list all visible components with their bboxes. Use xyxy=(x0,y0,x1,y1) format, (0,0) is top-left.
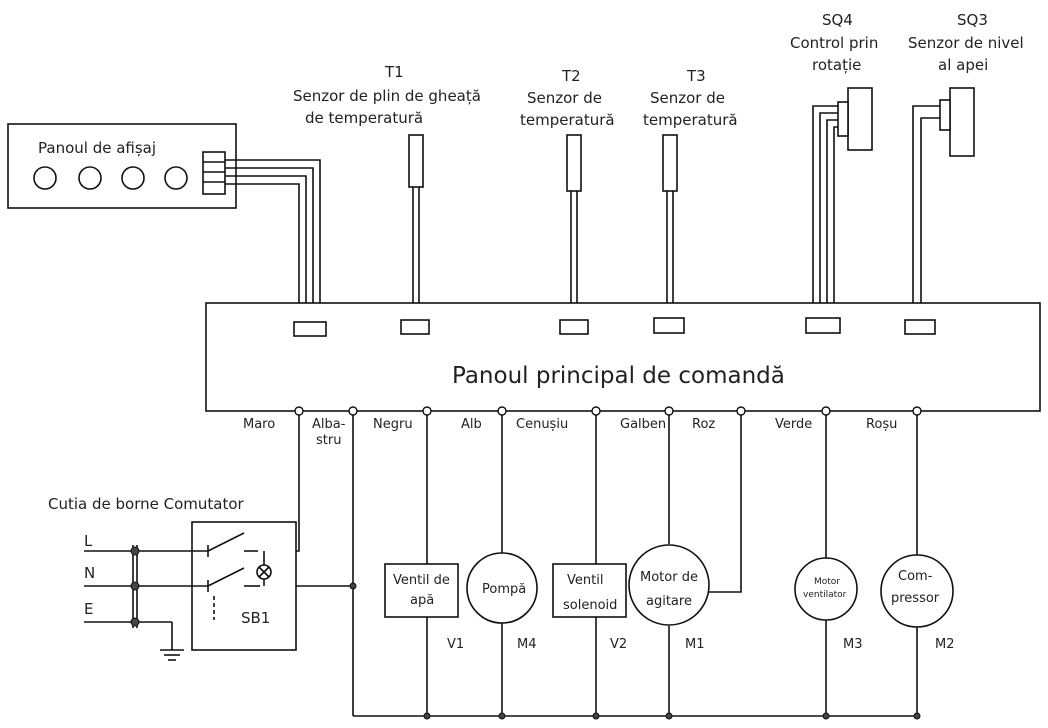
display-indicator xyxy=(33,166,57,190)
v1-line2: apă xyxy=(410,593,434,608)
wire-label-maro: Maro xyxy=(243,417,275,432)
terminal-box: Cutia de borne Comutator L N E SB1 xyxy=(48,495,297,661)
display-indicator xyxy=(164,166,188,190)
sensor-t3-line2: temperatură xyxy=(643,111,738,129)
sensor-t1-id: T1 xyxy=(384,63,404,81)
board-terminals xyxy=(294,406,922,416)
wire-label-negru: Negru xyxy=(373,417,413,432)
display-panel: Panoul de afișaj xyxy=(7,123,237,209)
m4-id: M4 xyxy=(517,637,537,652)
display-cable xyxy=(225,159,321,325)
wire-label-rosu: Roșu xyxy=(866,417,897,432)
wire-label-cenusiu: Cenușiu xyxy=(516,417,568,432)
board-connector xyxy=(904,319,936,335)
wire-label-verde: Verde xyxy=(775,417,812,432)
switch-blade xyxy=(207,532,245,552)
sensor-t2-line2: temperatură xyxy=(520,111,615,129)
board-connector xyxy=(805,317,841,334)
sensor-sq3-line1: Senzor de nivel xyxy=(908,34,1024,52)
sensor-t3-line1: Senzor de xyxy=(650,89,725,107)
v2-id: V2 xyxy=(610,637,627,652)
sensor-t2: T2 Senzor de temperatură xyxy=(520,67,615,322)
component-v1: Ventil de apă V1 xyxy=(384,563,464,652)
mains-n-label: N xyxy=(84,564,95,582)
display-panel-label: Panoul de afișaj xyxy=(38,139,156,157)
board-connector xyxy=(400,319,430,335)
component-m4: Pompă M4 xyxy=(466,552,538,652)
mains-e-label: E xyxy=(84,600,93,618)
m2-line1: Com- xyxy=(898,569,933,584)
sensor-sq4-id: SQ4 xyxy=(822,11,853,29)
display-indicator xyxy=(121,166,145,190)
sensor-sq4-line2: rotație xyxy=(812,56,861,74)
sensor-t1: T1 Senzor de plin de gheață de temperatu… xyxy=(293,63,481,322)
display-connector xyxy=(202,151,226,195)
component-v2: Ventil solenoid V2 xyxy=(552,563,627,652)
main-control-board: Panoul principal de comandă xyxy=(205,302,1041,412)
switch-id-label: SB1 xyxy=(241,609,270,627)
m3-id: M3 xyxy=(843,637,863,652)
sensor-t2-id: T2 xyxy=(561,67,581,85)
wire-label-alb: Alb xyxy=(461,417,482,432)
wire-label-galben: Galben xyxy=(620,417,666,432)
m3-line2: ventilator xyxy=(803,590,847,600)
sensor-t1-line2: de temperatură xyxy=(305,109,423,127)
sensor-sq4-line1: Control prin xyxy=(790,34,878,52)
sensor-sq3-line2: al apei xyxy=(938,56,988,74)
component-m3: Motor ventilator M3 xyxy=(794,557,863,652)
m3-line1: Motor xyxy=(814,577,840,587)
sensor-t3: T3 Senzor de temperatură xyxy=(643,67,738,322)
display-indicator xyxy=(78,166,102,190)
wire-label-albastru-2: stru xyxy=(316,433,341,448)
sensor-sq3: SQ3 Senzor de nivel al apei xyxy=(908,11,1024,322)
component-m1: Motor de agitare M1 xyxy=(628,544,710,652)
wire-labels: Maro Alba- stru Negru Alb Cenușiu Galben… xyxy=(243,417,897,448)
sensor-sq4: SQ4 Control prin rotație xyxy=(790,11,878,322)
v1-id: V1 xyxy=(447,637,464,652)
m2-id: M2 xyxy=(935,637,955,652)
v1-line1: Ventil de xyxy=(393,573,450,588)
v2-line2: solenoid xyxy=(563,598,617,613)
board-connector xyxy=(559,319,589,335)
m4-label: Pompă xyxy=(482,582,526,597)
mains-l-label: L xyxy=(84,532,93,550)
board-connector xyxy=(293,321,327,337)
board-connector xyxy=(653,317,685,334)
wire-label-roz: Roz xyxy=(692,417,715,432)
sensor-t3-id: T3 xyxy=(686,67,706,85)
sensor-sq3-id: SQ3 xyxy=(957,11,988,29)
wire-label-albastru-1: Alba- xyxy=(312,417,346,432)
sensor-t1-line1: Senzor de plin de gheață xyxy=(293,87,481,105)
main-board-label: Panoul principal de comandă xyxy=(452,363,785,389)
m1-line1: Motor de xyxy=(640,570,698,585)
m2-line2: pressor xyxy=(891,591,940,606)
component-m2: Com- pressor M2 xyxy=(880,554,955,652)
sensor-t2-line1: Senzor de xyxy=(527,89,602,107)
m1-line2: agitare xyxy=(646,594,692,609)
v2-line1: Ventil xyxy=(567,573,603,588)
m1-id: M1 xyxy=(685,637,705,652)
terminal-box-label: Cutia de borne Comutator xyxy=(48,495,245,513)
